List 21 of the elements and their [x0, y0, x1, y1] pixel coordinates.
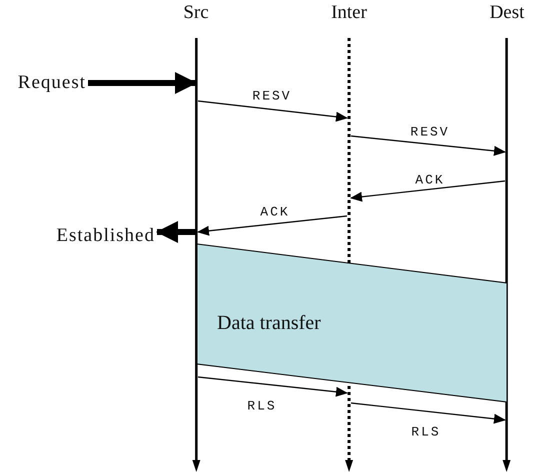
event-label: Established — [56, 225, 155, 246]
edge-label: RLS — [411, 424, 441, 440]
band-label: Data transfer — [217, 312, 321, 334]
message-arrow — [198, 100, 348, 122]
edge-label: ACK — [260, 204, 290, 220]
message-arrow — [350, 402, 506, 424]
message-arrow — [350, 180, 506, 202]
lifeline-header: Src — [183, 2, 209, 24]
edge-label: RESV — [252, 88, 292, 104]
event-label: Request — [18, 72, 86, 93]
message-arrow — [198, 376, 348, 397]
lifeline — [183, 2, 209, 472]
lifeline-header: Inter — [331, 2, 367, 24]
block-arrow — [156, 221, 196, 243]
lifeline-header: Dest — [490, 2, 524, 24]
edge-label: RESV — [410, 124, 450, 140]
message-arrow — [197, 215, 348, 236]
message-arrow — [350, 135, 506, 156]
edge-label: RLS — [247, 398, 277, 414]
edge-label: ACK — [415, 172, 445, 188]
block-arrow — [88, 72, 197, 94]
